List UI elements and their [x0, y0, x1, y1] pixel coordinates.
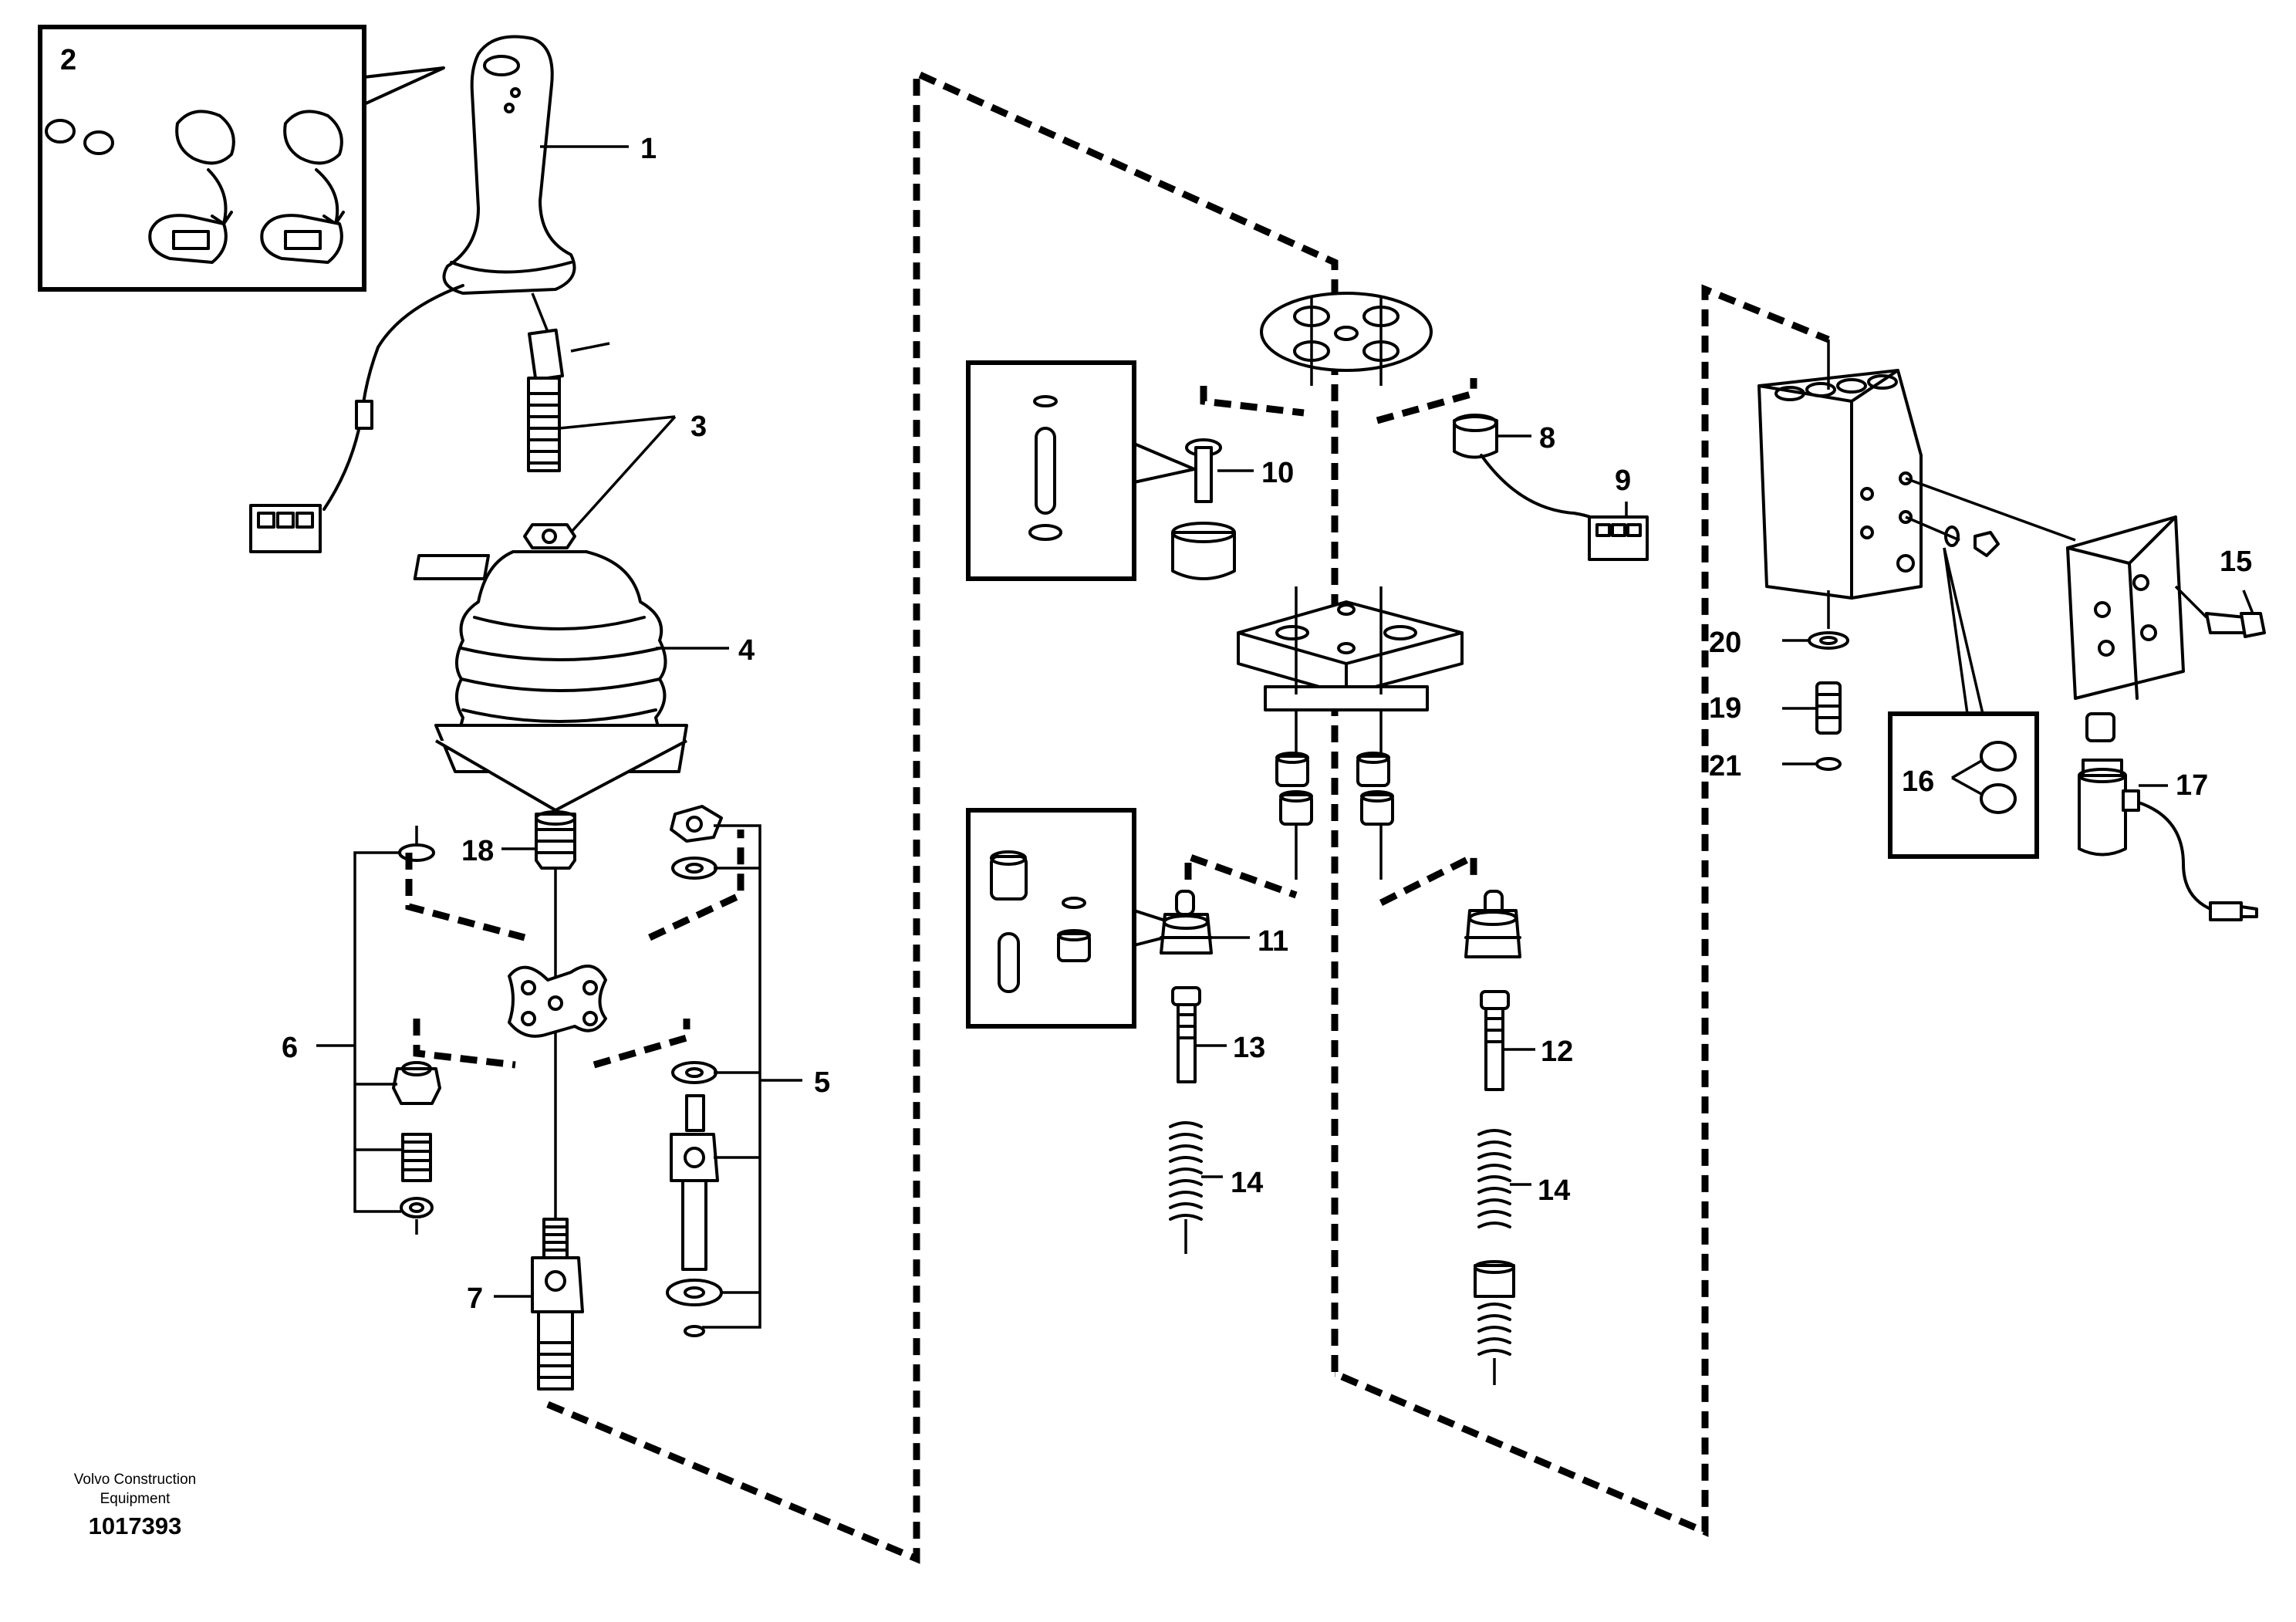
- section-divider-lines: [405, 68, 1830, 1564]
- left-stack-part-6: [316, 826, 441, 1235]
- handle-cable: [249, 284, 464, 553]
- callout-7: 7: [467, 1282, 483, 1315]
- callout-8: 8: [1539, 422, 1555, 454]
- cross-plate: [508, 965, 607, 1038]
- callout-13: 13: [1233, 1032, 1265, 1064]
- callout-2: 2: [60, 44, 76, 76]
- inset-detail-11: [966, 808, 1196, 1029]
- callout-19: 19: [1709, 692, 1741, 725]
- fittings-19-21: [1782, 631, 1849, 771]
- callout-9: 9: [1615, 465, 1631, 497]
- callout-1: 1: [640, 133, 657, 165]
- callout-14: 14: [1231, 1167, 1263, 1199]
- manufacturer-line-2: Equipment: [100, 1491, 171, 1507]
- callout-6: 6: [282, 1032, 298, 1064]
- drawing-number: 1017393: [88, 1512, 182, 1539]
- right-stack-part-5: [666, 805, 802, 1337]
- manufacturer-label: Volvo Construction Equipment: [46, 1470, 224, 1509]
- callout-10: 10: [1261, 457, 1294, 489]
- callout-3: 3: [690, 411, 707, 443]
- callout-15: 15: [2220, 546, 2252, 578]
- valve-block: [1757, 340, 1923, 629]
- inset-detail-10: [966, 360, 1196, 581]
- solenoid-part-17: [2078, 712, 2258, 921]
- inset-detail-2: [38, 25, 445, 292]
- top-plate: [1260, 292, 1433, 386]
- callout-18: 18: [461, 835, 494, 867]
- callout-17: 17: [2176, 769, 2208, 802]
- callout-20: 20: [1709, 627, 1741, 659]
- callout-16: 16: [1902, 765, 1934, 798]
- callout-14b: 14: [1538, 1174, 1570, 1207]
- pin-part-10: [1171, 438, 1254, 580]
- joystick-handle-part-1: [442, 35, 629, 295]
- callout-labels: 1 2 3 4 5 6 7 8 9 10 11 12 13 14 14 15 1…: [60, 44, 2252, 1315]
- bushing-part-18: [501, 810, 576, 1219]
- boot-part-4: [413, 550, 729, 812]
- plunger-column-left: [1160, 890, 1250, 1254]
- bolt-connectors: [1905, 477, 2076, 715]
- callout-21: 21: [1709, 750, 1741, 782]
- bushings: [1275, 752, 1394, 880]
- valve-plate: [1237, 586, 1464, 752]
- plunger-column-right: [1464, 890, 1535, 1385]
- inset-detail-16: [1888, 711, 2039, 859]
- sensor-part-8-9: [1453, 414, 1649, 561]
- callout-12: 12: [1541, 1036, 1573, 1068]
- solenoid-block: [2066, 515, 2266, 700]
- push-rod-part-7: [494, 1218, 584, 1391]
- callout-4: 4: [738, 634, 755, 667]
- callout-11: 11: [1258, 925, 1288, 958]
- callout-5: 5: [814, 1066, 830, 1099]
- manufacturer-line-1: Volvo Construction: [73, 1472, 197, 1488]
- shaft-part-3: [523, 292, 677, 549]
